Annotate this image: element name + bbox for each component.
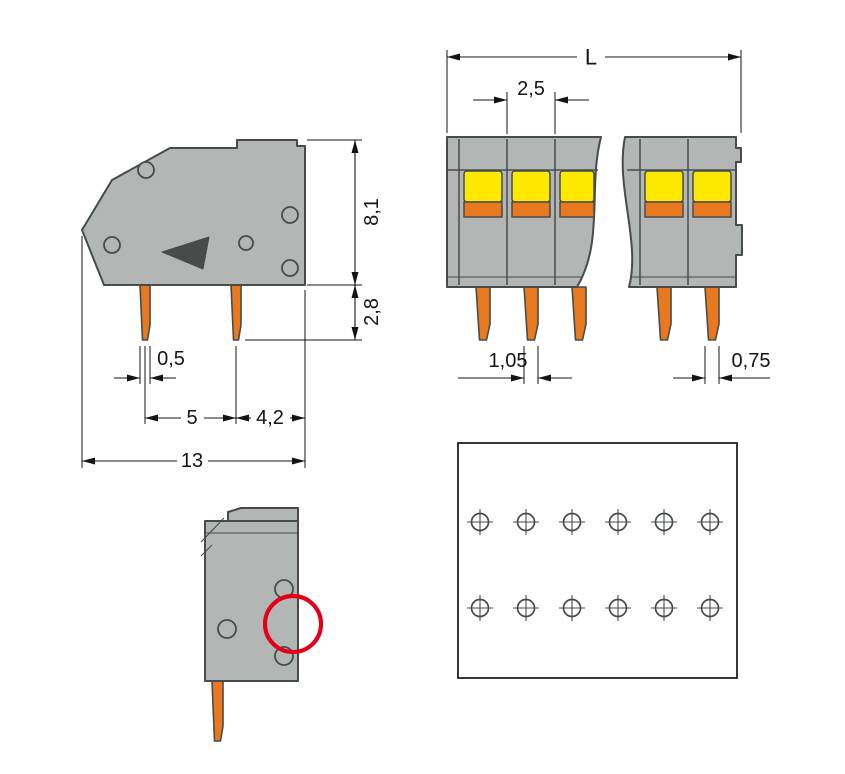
mounting-hole	[217, 619, 237, 639]
side-view: 8,1 2,8 0,5 5 4,2	[81, 139, 383, 472]
wire-entry	[463, 201, 503, 218]
actuator-lever	[559, 170, 595, 203]
footprint-outline	[457, 442, 738, 679]
dim-label-pin-length: 2,8	[361, 298, 383, 326]
mounting-hole	[238, 235, 254, 251]
dim-label-pin-spacing: 5	[186, 407, 197, 429]
footprint-view	[457, 442, 738, 679]
dim-label-edge-offset: 4,2	[256, 407, 284, 429]
wire-entry	[511, 201, 551, 218]
actuator-lever	[692, 170, 732, 203]
dim-label-front-pin-width: 1,05	[489, 350, 528, 372]
detail-view	[200, 507, 324, 742]
dim-pin-width: 0,5	[114, 346, 185, 384]
front-body-right-group	[621, 136, 743, 288]
dim-label-pitch: 2,5	[517, 78, 545, 100]
dim-total-width: 13	[81, 236, 305, 472]
actuator-lever	[511, 170, 551, 203]
dim-label-end-pin-width: 0,75	[732, 350, 771, 372]
front-pin	[704, 286, 720, 341]
detail-pin	[211, 680, 224, 742]
dim-end-pin-width: 0,75	[673, 346, 770, 384]
dim-label-pin-width: 0,5	[157, 348, 185, 370]
dim-height: 8,1	[307, 139, 383, 286]
front-pin	[571, 286, 587, 341]
mounting-hole	[281, 206, 299, 224]
side-pin-right	[230, 284, 242, 341]
actuator-lever	[644, 170, 684, 203]
dim-edge-offset: 4,2	[236, 290, 306, 468]
lever-slot	[161, 236, 210, 270]
dim-front-pin-width: 1,05	[458, 346, 572, 384]
dim-pin-length: 2,8	[245, 285, 383, 341]
mounting-hole	[137, 161, 155, 179]
actuator-lever	[463, 170, 503, 203]
dim-label-total-width: 13	[181, 450, 203, 472]
dim-label-total-length: L	[585, 45, 597, 70]
dim-total-length: L	[446, 45, 742, 133]
dim-pitch: 2,5	[473, 78, 589, 134]
wire-entry	[644, 201, 684, 218]
detail-top-clip	[227, 507, 299, 522]
dim-label-height: 8,1	[361, 198, 383, 226]
mounting-hole	[103, 236, 121, 254]
front-pin	[656, 286, 672, 341]
front-pin	[523, 286, 539, 341]
dim-pin-spacing: 5	[144, 346, 237, 429]
mounting-hole	[281, 259, 299, 277]
highlight-red-circle	[262, 593, 324, 655]
side-pin-left	[139, 284, 151, 341]
wire-entry	[692, 201, 732, 218]
front-body-left-group	[446, 136, 602, 288]
front-pin	[475, 286, 491, 341]
wire-entry	[559, 201, 595, 218]
front-view: L 2,5 1,05 0,75	[446, 45, 770, 384]
